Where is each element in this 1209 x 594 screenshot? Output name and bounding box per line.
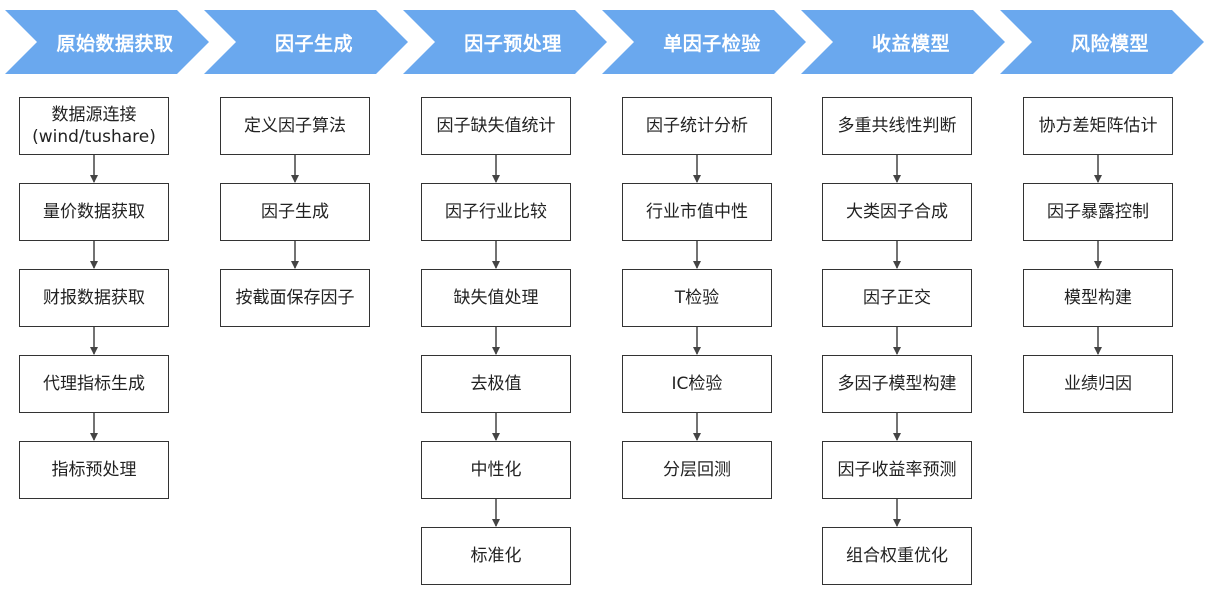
step-label: 标准化 [470,545,522,566]
step-label: 因子正交 [863,287,931,308]
step-box: T检验 [622,269,772,327]
step-label: 因子行业比较 [445,201,547,222]
step-box: 因子暴露控制 [1023,183,1173,241]
stage-title: 原始数据获取 [56,32,174,55]
step-label: 指标预处理 [51,459,137,480]
step-box: 大类因子合成 [822,183,972,241]
step-label: 多因子模型构建 [837,373,957,394]
step-box: 模型构建 [1023,269,1173,327]
step-box: 标准化 [421,527,571,585]
step-box: 因子统计分析 [622,97,772,155]
step-label: 因子暴露控制 [1047,201,1149,222]
stage-header-risk-model: 风险模型 [1000,10,1204,74]
step-label: IC检验 [671,373,723,394]
stage-header-factor-preprocessing: 因子预处理 [403,10,607,74]
step-label: 财报数据获取 [43,287,145,308]
step-box: 多因子模型构建 [822,355,972,413]
step-label: 因子生成 [261,201,329,222]
step-box: 因子行业比较 [421,183,571,241]
step-box: 因子收益率预测 [822,441,972,499]
step-box: 业绩归因 [1023,355,1173,413]
step-box: 分层回测 [622,441,772,499]
step-label: 量价数据获取 [43,201,145,222]
step-label: 多重共线性判断 [837,115,957,136]
step-box: 因子生成 [220,183,370,241]
step-label: 行业市值中性 [646,201,748,222]
step-box: 量价数据获取 [19,183,169,241]
step-box: 定义因子算法 [220,97,370,155]
step-label: 定义因子算法 [244,115,346,136]
step-box: 中性化 [421,441,571,499]
step-box: 因子缺失值统计 [421,97,571,155]
step-label: 去极值 [470,373,522,394]
stage-header-return-model: 收益模型 [801,10,1005,74]
step-box: 因子正交 [822,269,972,327]
stage-title: 因子预处理 [464,32,562,55]
step-label: 中性化 [470,459,522,480]
step-label: 代理指标生成 [43,373,145,394]
step-box: 指标预处理 [19,441,169,499]
stage-header-raw-data: 原始数据获取 [5,10,209,74]
step-label: 按截面保存因子 [235,287,355,308]
step-label: 因子收益率预测 [837,459,957,480]
step-label: 大类因子合成 [846,201,948,222]
stage-header-single-factor-test: 单因子检验 [602,10,806,74]
step-label: 数据源连接 (wind/tushare) [32,104,156,147]
step-label: 缺失值处理 [453,287,539,308]
stage-title: 收益模型 [871,32,950,55]
step-label: 因子缺失值统计 [436,115,556,136]
step-box: 按截面保存因子 [220,269,370,327]
step-box: 缺失值处理 [421,269,571,327]
stage-header-factor-generation: 因子生成 [204,10,408,74]
step-box: 协方差矩阵估计 [1023,97,1173,155]
step-label: 协方差矩阵估计 [1038,115,1158,136]
step-label: 业绩归因 [1064,373,1132,394]
step-label: 因子统计分析 [646,115,748,136]
step-box: IC检验 [622,355,772,413]
step-box: 组合权重优化 [822,527,972,585]
step-box: 财报数据获取 [19,269,169,327]
step-box: 去极值 [421,355,571,413]
step-label: 组合权重优化 [846,545,948,566]
step-box: 多重共线性判断 [822,97,972,155]
stage-title: 风险模型 [1070,32,1149,55]
step-label: T检验 [674,287,720,308]
step-label: 模型构建 [1064,287,1132,308]
stage-title: 因子生成 [274,32,353,55]
step-label: 分层回测 [663,459,731,480]
step-box: 行业市值中性 [622,183,772,241]
step-box: 数据源连接 (wind/tushare) [19,97,169,155]
stage-title: 单因子检验 [663,32,761,55]
step-box: 代理指标生成 [19,355,169,413]
